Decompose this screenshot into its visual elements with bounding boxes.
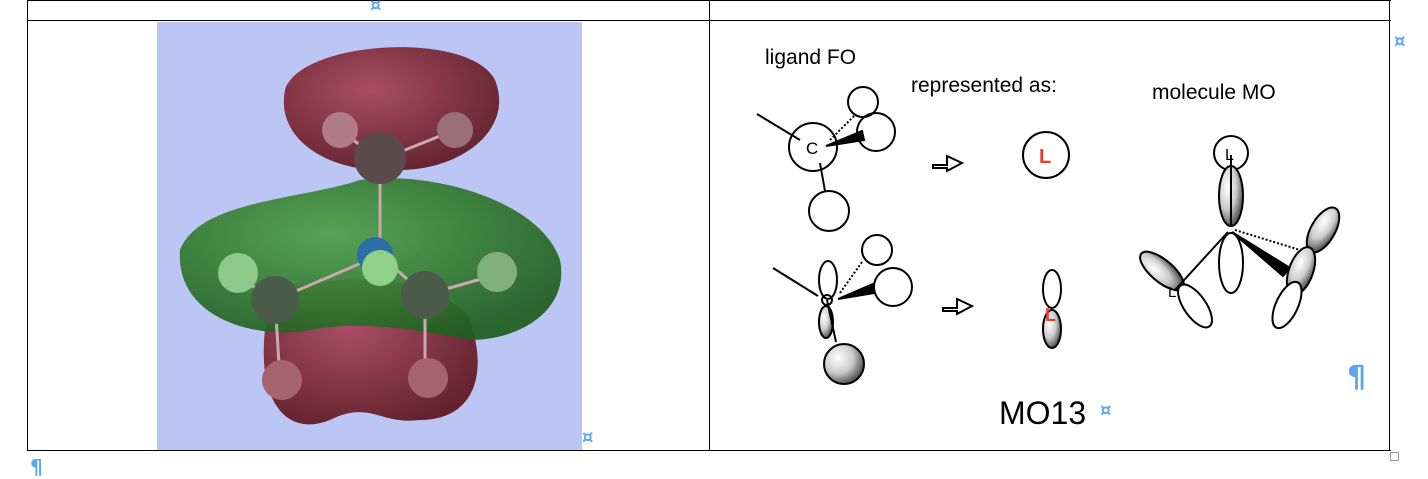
molecule-mo xyxy=(1139,135,1341,330)
mo-caption: MO13 xyxy=(999,395,1086,431)
table-resize-handle[interactable] xyxy=(1390,452,1399,461)
carbon-label: C xyxy=(806,139,818,158)
ligand-lobe xyxy=(1042,269,1062,349)
cell-end-mark: ¤ xyxy=(370,0,382,16)
paragraph-mark: ¶ xyxy=(30,455,43,479)
ligand-fo-label: ligand FO xyxy=(765,46,856,69)
cell-end-mark: ¤ xyxy=(582,427,594,448)
arrow-icon xyxy=(932,154,975,316)
orbital-representation-diagram: ligand FO represented as: molecule MO C … xyxy=(756,46,1341,431)
ligand-fo-bottom xyxy=(772,234,913,385)
ligand-fo-top xyxy=(756,86,896,232)
ligand-label: L xyxy=(1168,284,1176,301)
ligand-label: L xyxy=(1225,147,1234,164)
molecule-mo-label: molecule MO xyxy=(1152,81,1276,104)
molecular-orbital-render xyxy=(157,22,582,450)
table-right-border xyxy=(1389,0,1390,451)
ligand-label: L xyxy=(1045,305,1056,325)
cell-end-mark: ¤ xyxy=(1100,400,1112,421)
atoms xyxy=(218,112,517,400)
paragraph-mark: ¶ xyxy=(1347,360,1367,395)
orbital-render-graphic xyxy=(179,47,562,425)
table-column-divider xyxy=(709,0,710,451)
ligand-label: L xyxy=(1039,146,1051,168)
represented-as-label: represented as: xyxy=(911,74,1057,97)
table-left-border xyxy=(27,0,28,451)
row-end-mark: ¤ xyxy=(1394,31,1406,52)
ligand-circle xyxy=(1022,131,1070,179)
